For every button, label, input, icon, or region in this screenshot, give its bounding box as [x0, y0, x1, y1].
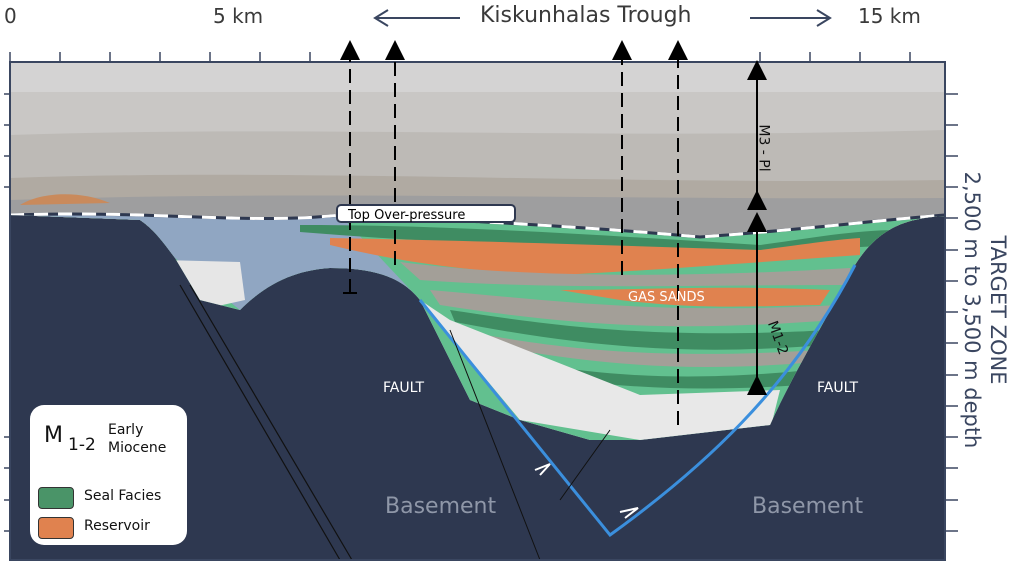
top-overpressure-label: Top Over-pressure [336, 204, 516, 223]
legend-symbol: M [44, 423, 63, 448]
gas-sands-label: GAS SANDS [628, 290, 705, 305]
legend: M 1-2 Early Miocene Seal Facies Reservoi… [30, 405, 187, 545]
basement-label-left: Basement [385, 494, 497, 519]
main-fault-line [418, 264, 857, 538]
target-zone-depth: 2,500 m to 3,500 m depth [960, 171, 984, 449]
legend-subscript: 1-2 [68, 435, 96, 455]
target-zone-label: TARGET ZONE 2,500 m to 3,500 m depth [959, 172, 1011, 449]
fault-label-right: FAULT [817, 380, 859, 396]
legend-age-line1: Early [108, 422, 144, 438]
sediment-layers [10, 62, 945, 440]
basement-label-right: Basement [752, 494, 864, 519]
arrow-right-icon [750, 9, 832, 27]
legend-age-line2: Miocene [108, 440, 167, 456]
scale-label-0: 0 [4, 4, 17, 28]
reservoir-swatch [38, 517, 74, 539]
diagram-title: Kiskunhalas Trough [480, 3, 692, 28]
frame [9, 61, 946, 561]
fault-label-left: FAULT [383, 380, 425, 396]
scale-label-5km: 5 km [213, 4, 264, 28]
legend-seal-facies: Seal Facies [84, 488, 162, 504]
well-lines [340, 40, 688, 425]
trough-arrows [373, 9, 832, 27]
m3-pl-label: M3 - Pl [755, 124, 772, 172]
arrow-left-icon [373, 9, 460, 27]
legend-reservoir: Reservoir [84, 518, 150, 534]
seal-facies-swatch [38, 487, 74, 509]
target-zone-title: TARGET ZONE [986, 235, 1010, 385]
left-fault-line [179, 284, 353, 561]
scale-ticks [4, 52, 958, 532]
scale-label-15km: 15 km [858, 4, 921, 28]
